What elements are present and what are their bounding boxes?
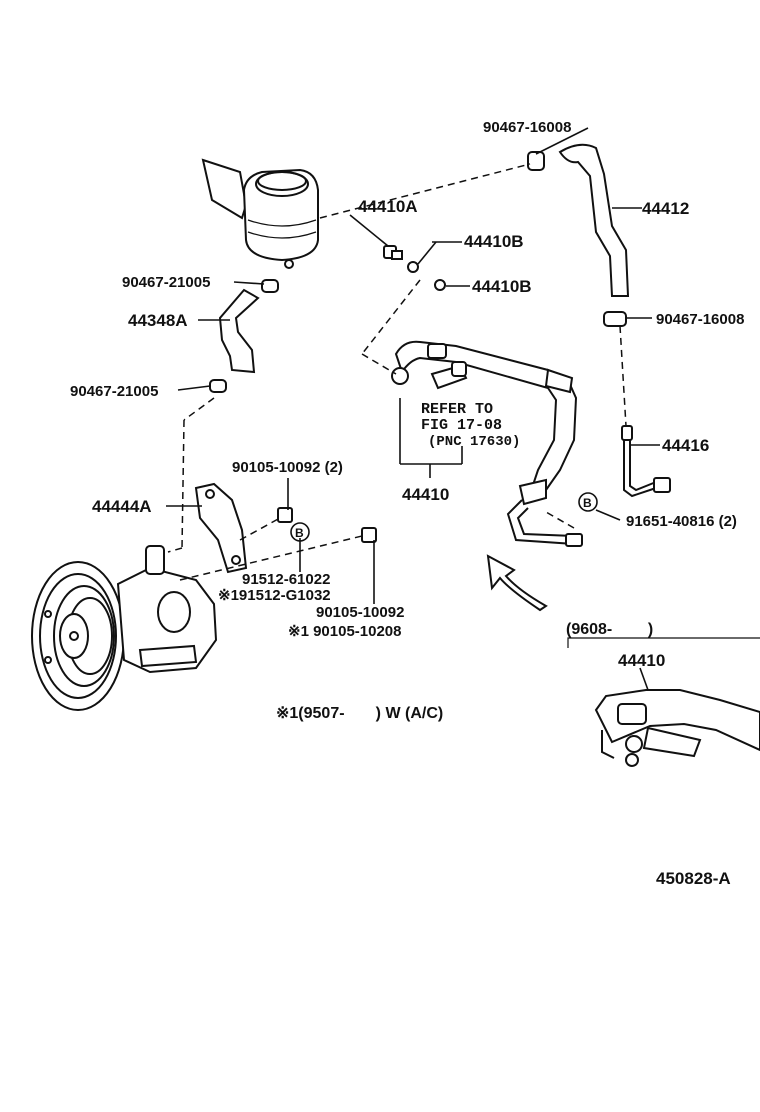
hose-44348A	[209, 279, 279, 393]
label-44410B-2: 44410B	[472, 277, 532, 296]
label-90467-21005-top: 90467-21005	[122, 274, 210, 291]
gasket-44410B-1	[407, 261, 419, 273]
gasket-44410B-2	[434, 279, 446, 291]
bracket-44444A	[194, 482, 377, 574]
label-44412: 44412	[642, 199, 689, 218]
label-refer-line3: (PNC 17630)	[428, 434, 520, 450]
label-refer-line1: REFER TO	[421, 401, 493, 418]
label-90467-16008-top: 90467-16008	[483, 119, 571, 136]
label-44410: 44410	[402, 485, 449, 504]
union-bolt-44410A	[383, 245, 403, 260]
callout-b-right-text: B	[583, 496, 592, 510]
tube-44416	[603, 311, 671, 498]
label-91512-G1032: ※191512-G1032	[218, 587, 331, 604]
label-90105-10208: ※1 90105-10208	[288, 623, 402, 640]
label-44348A: 44348A	[128, 311, 188, 330]
label-44410-inset: 44410	[618, 651, 665, 670]
leader-lines	[166, 127, 660, 691]
callout-b-left: B	[290, 522, 310, 542]
label-91651-40816: 91651-40816 (2)	[626, 513, 737, 530]
label-diagram-code: 450828-A	[656, 869, 731, 888]
label-44416: 44416	[662, 436, 709, 455]
power-steering-pump	[31, 545, 218, 711]
pressure-hose-44410	[391, 340, 583, 547]
label-90105-10092: 90105-10092	[316, 604, 404, 621]
hose-44412	[558, 143, 630, 297]
label-range-9608: (9608- )	[566, 621, 653, 638]
label-44410B-1: 44410B	[464, 232, 524, 251]
reservoir-tank	[201, 158, 319, 269]
label-refer-line2: FIG 17-08	[421, 417, 502, 434]
inset-44410-assembly	[567, 637, 760, 767]
clamp-90467-16008-top	[527, 151, 545, 171]
label-footnote: ※1(9507- ) W (A/C)	[276, 705, 443, 722]
label-90105-10092-2: 90105-10092 (2)	[232, 459, 343, 476]
label-44410A: 44410A	[358, 197, 418, 216]
label-91512-61022: 91512-61022	[242, 571, 330, 588]
label-90467-21005-bottom: 90467-21005	[70, 383, 158, 400]
label-44444A: 44444A	[92, 497, 152, 516]
callout-b-right: B	[578, 492, 598, 512]
callout-b-left-text: B	[295, 526, 304, 540]
direction-arrow	[486, 554, 548, 612]
label-90467-16008-right: 90467-16008	[656, 311, 744, 328]
